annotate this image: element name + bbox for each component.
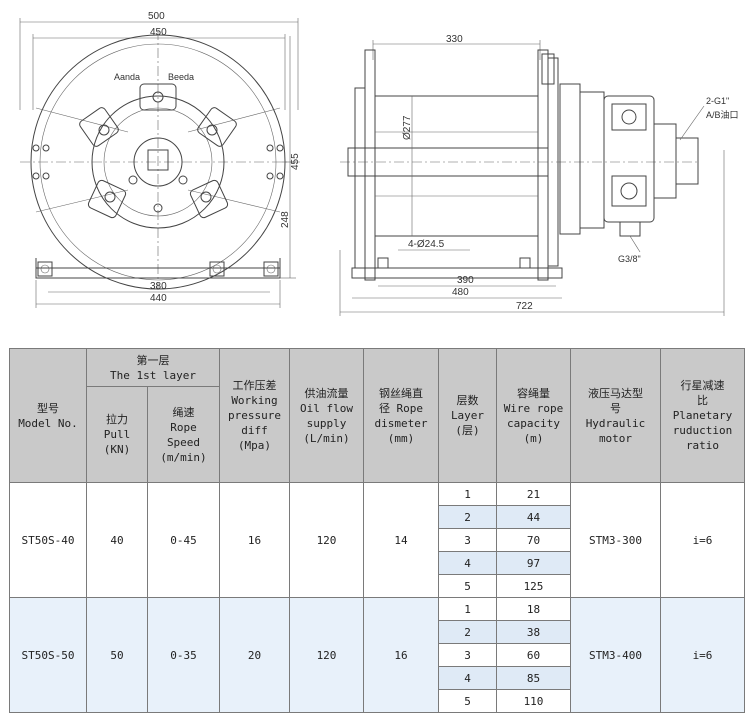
table-row: 5 110 bbox=[10, 689, 745, 713]
table-row: 2 44 bbox=[10, 505, 745, 529]
cell-layer: 1 bbox=[438, 482, 497, 506]
cell-layer: 4 bbox=[438, 666, 497, 690]
cell-layer: 3 bbox=[438, 643, 497, 667]
table-row: ST50S-40 40 0-45 16 120 14 1 21 STM3-300… bbox=[9, 482, 745, 598]
cell-capacity: 97 bbox=[496, 551, 571, 575]
port-label-ab: A/B油口 bbox=[706, 109, 739, 120]
dim-base-outer: 440 bbox=[150, 293, 167, 304]
port-label-g1: 2-G1" bbox=[706, 96, 729, 106]
cell-rope-diameter: 14 bbox=[363, 482, 439, 598]
cell-capacity: 18 bbox=[496, 597, 571, 621]
cell-layer: 3 bbox=[438, 528, 497, 552]
table-row: 5 125 bbox=[10, 574, 745, 598]
cell-layer: 4 bbox=[438, 551, 497, 575]
winch-technical-drawing: 500 450 bbox=[19, 11, 739, 316]
cell-pull: 40 bbox=[86, 482, 148, 598]
cell-pressure: 20 bbox=[219, 597, 290, 713]
front-view: 500 450 bbox=[19, 11, 301, 308]
motor-port-label-a: Aanda bbox=[114, 72, 140, 82]
dim-height-total: 455 bbox=[290, 153, 301, 170]
dim-drum-length: 330 bbox=[446, 34, 463, 45]
cell-capacity: 110 bbox=[496, 689, 571, 713]
cell-capacity: 38 bbox=[496, 620, 571, 644]
cell-pressure: 16 bbox=[219, 482, 290, 598]
cell-capacity: 44 bbox=[496, 505, 571, 529]
header-rope-diameter: 钢丝绳直径 Rope dismeter(mm) bbox=[363, 348, 439, 483]
cell-capacity: 70 bbox=[496, 528, 571, 552]
cell-model: ST50S-40 bbox=[9, 482, 87, 598]
cell-speed: 0-35 bbox=[147, 597, 220, 713]
cell-layer: 2 bbox=[438, 505, 497, 529]
cell-layer: 5 bbox=[438, 574, 497, 598]
cell-model: ST50S-50 bbox=[9, 597, 87, 713]
cell-layer: 5 bbox=[438, 689, 497, 713]
dim-mounting-holes: 4-Ø24.5 bbox=[408, 239, 445, 250]
table-row: 4 85 bbox=[10, 666, 745, 690]
port-label-g38: G3/8" bbox=[618, 254, 641, 264]
cell-capacity: 85 bbox=[496, 666, 571, 690]
cell-capacity: 60 bbox=[496, 643, 571, 667]
cell-layer: 1 bbox=[438, 597, 497, 621]
dim-overall-width: 500 bbox=[148, 11, 165, 22]
dim-height-center: 248 bbox=[280, 211, 291, 228]
dim-total-length: 722 bbox=[516, 301, 533, 312]
cell-pull: 50 bbox=[86, 597, 148, 713]
dim-drum-diameter: Ø277 bbox=[402, 115, 413, 140]
motor-port-label-b: Beeda bbox=[168, 72, 194, 82]
table-row: 2 38 bbox=[10, 620, 745, 644]
side-view: 330 Ø277 4-Ø24.5 2-G1" A/B油口 G3/8 bbox=[339, 34, 739, 316]
cell-capacity: 21 bbox=[496, 482, 571, 506]
dim-flange-width: 450 bbox=[150, 27, 167, 38]
cell-ratio: i=6 bbox=[660, 482, 745, 598]
table-row: 4 97 bbox=[10, 551, 745, 575]
cell-layer: 2 bbox=[438, 620, 497, 644]
cell-motor: STM3-400 bbox=[570, 597, 661, 713]
cell-capacity: 125 bbox=[496, 574, 571, 598]
table-row: 3 70 bbox=[10, 528, 745, 552]
dim-base-inner: 380 bbox=[150, 281, 167, 292]
dim-side-base: 390 bbox=[457, 275, 474, 286]
cell-rope-diameter: 16 bbox=[363, 597, 439, 713]
cell-ratio: i=6 bbox=[660, 597, 745, 713]
table-row: 3 60 bbox=[10, 643, 745, 667]
cell-speed: 0-45 bbox=[147, 482, 220, 598]
cell-flow: 120 bbox=[289, 597, 364, 713]
dim-side-base-outer: 480 bbox=[452, 287, 469, 298]
cell-flow: 120 bbox=[289, 482, 364, 598]
cell-motor: STM3-300 bbox=[570, 482, 661, 598]
table-row: ST50S-50 50 0-35 20 120 16 1 18 STM3-400… bbox=[9, 597, 745, 713]
